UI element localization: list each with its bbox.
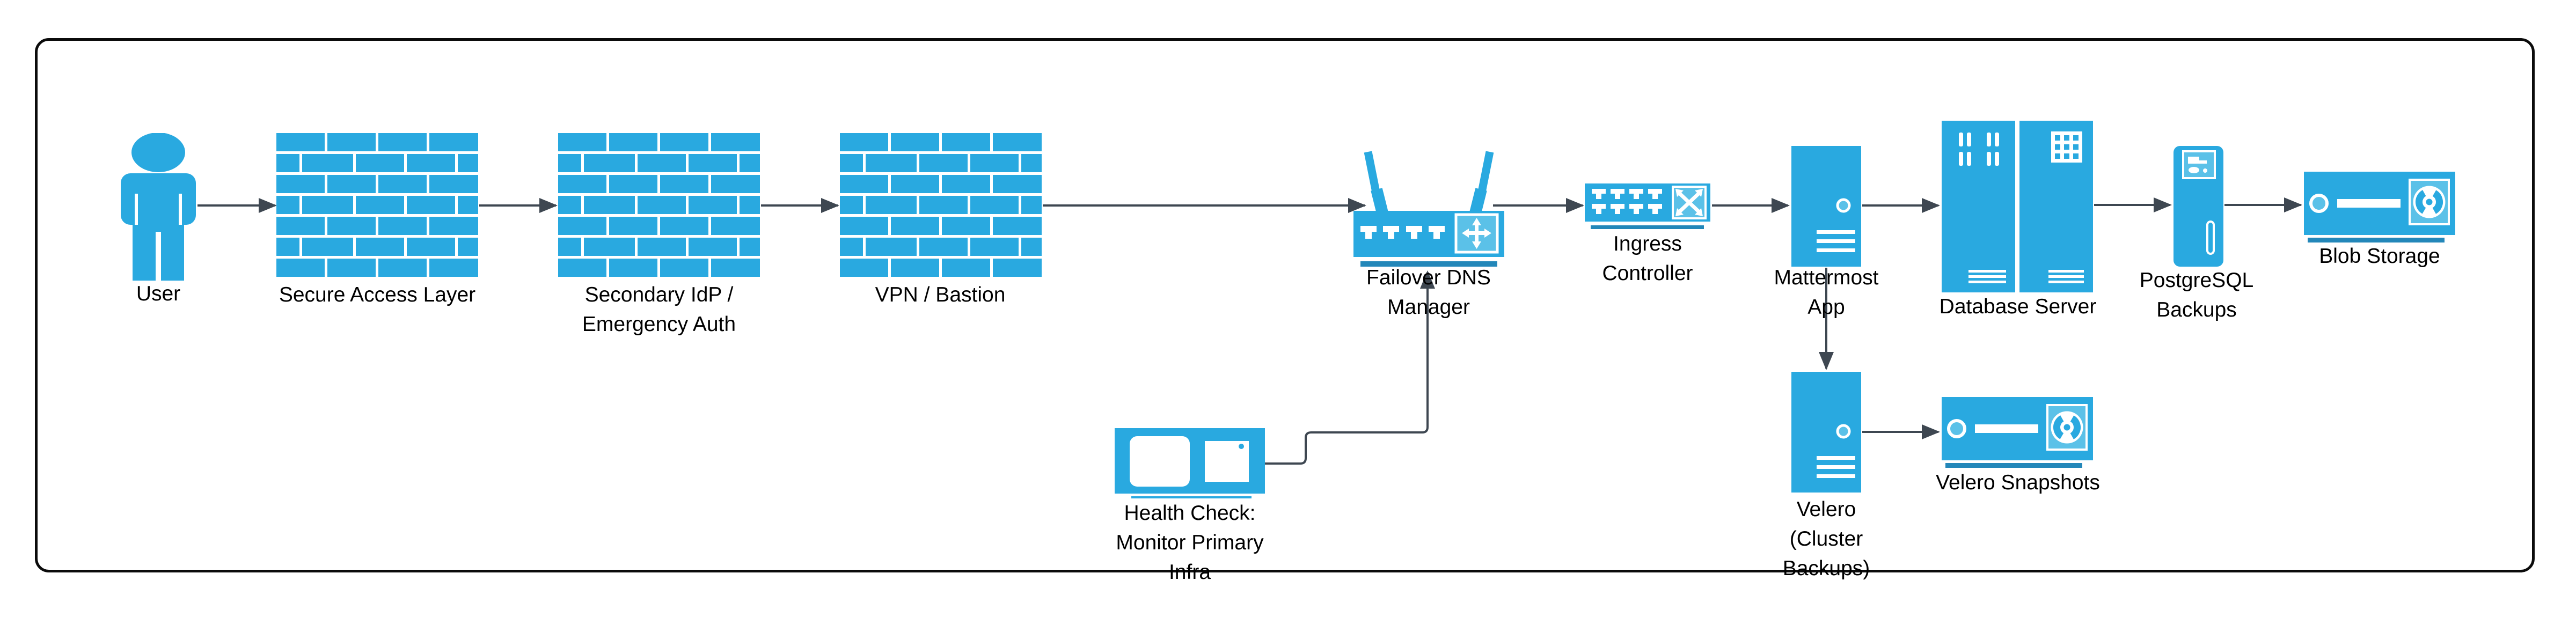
label-mattermost: Mattermost App xyxy=(1774,266,1879,319)
label-vpn-bastion: VPN / Bastion xyxy=(875,283,1006,306)
server-tower-icon-pg-backups xyxy=(2174,146,2223,267)
label-velero-snapshots: Velero Snapshots xyxy=(1936,471,2100,494)
firewall-icon-secondary-idp xyxy=(558,133,760,277)
wireless-router-icon-failover-dns xyxy=(1353,152,1504,267)
label-user: User xyxy=(136,282,181,305)
label-ingress: Ingress Controller xyxy=(1602,232,1693,285)
label-velero: Velero (Cluster Backups) xyxy=(1782,498,1870,580)
monitor-screens-icon-health-check xyxy=(1115,428,1265,498)
server-rack-icon-database xyxy=(1942,121,2093,292)
label-secondary-idp: Secondary IdP / Emergency Auth xyxy=(582,283,736,336)
label-failover-dns: Failover DNS Manager xyxy=(1366,266,1491,319)
connectors xyxy=(197,197,2302,465)
firewall-icon-vpn-bastion xyxy=(840,133,1042,277)
disk-storage-icon-blob xyxy=(2304,172,2455,242)
network-switch-icon-ingress xyxy=(1585,183,1710,229)
server-tower-icon-velero xyxy=(1791,372,1861,493)
label-database: Database Server xyxy=(1939,295,2097,318)
label-secure-access: Secure Access Layer xyxy=(279,283,476,306)
label-health-check: Health Check: Monitor Primary Infra xyxy=(1116,502,1264,584)
diagram-border xyxy=(35,38,2535,572)
edge-health-check-failover-dns xyxy=(1265,270,1435,465)
person-icon xyxy=(121,133,196,281)
server-tower-icon-mattermost xyxy=(1791,146,1861,267)
firewall-icon-secure-access xyxy=(276,133,478,277)
label-pg-backups: PostgreSQL Backups xyxy=(2139,269,2254,321)
disk-storage-icon-velero-snapshots xyxy=(1942,397,2093,468)
label-blob-storage: Blob Storage xyxy=(2319,245,2440,268)
